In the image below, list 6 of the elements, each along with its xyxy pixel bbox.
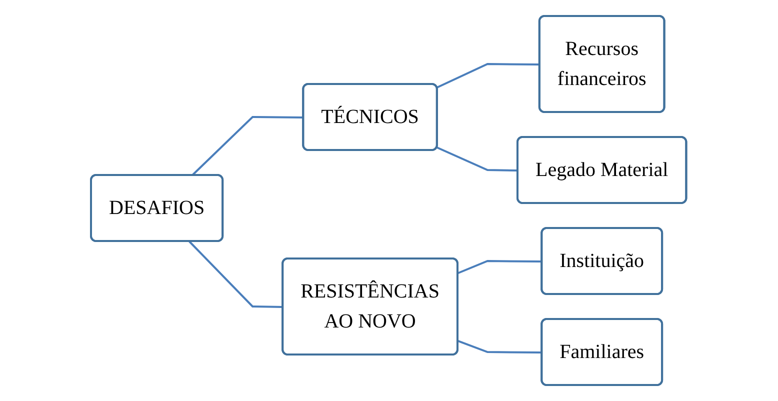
connector (458, 260, 543, 274)
connector (192, 116, 304, 176)
connector (189, 240, 284, 308)
connector (436, 63, 540, 88)
connector (437, 146, 518, 172)
connector (458, 340, 543, 354)
